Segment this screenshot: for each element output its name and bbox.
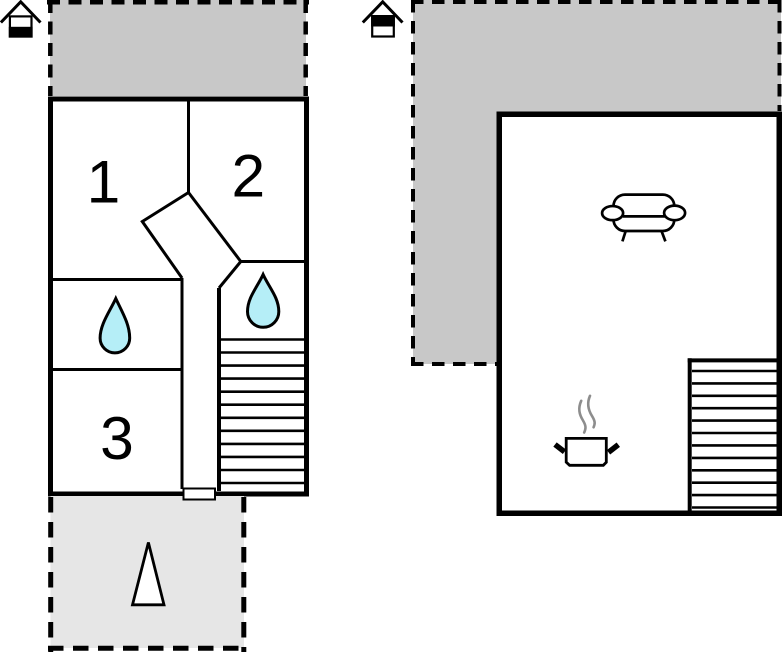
- svg-text:3: 3: [100, 404, 134, 472]
- svg-text:1: 1: [87, 147, 121, 215]
- svg-text:2: 2: [231, 142, 265, 210]
